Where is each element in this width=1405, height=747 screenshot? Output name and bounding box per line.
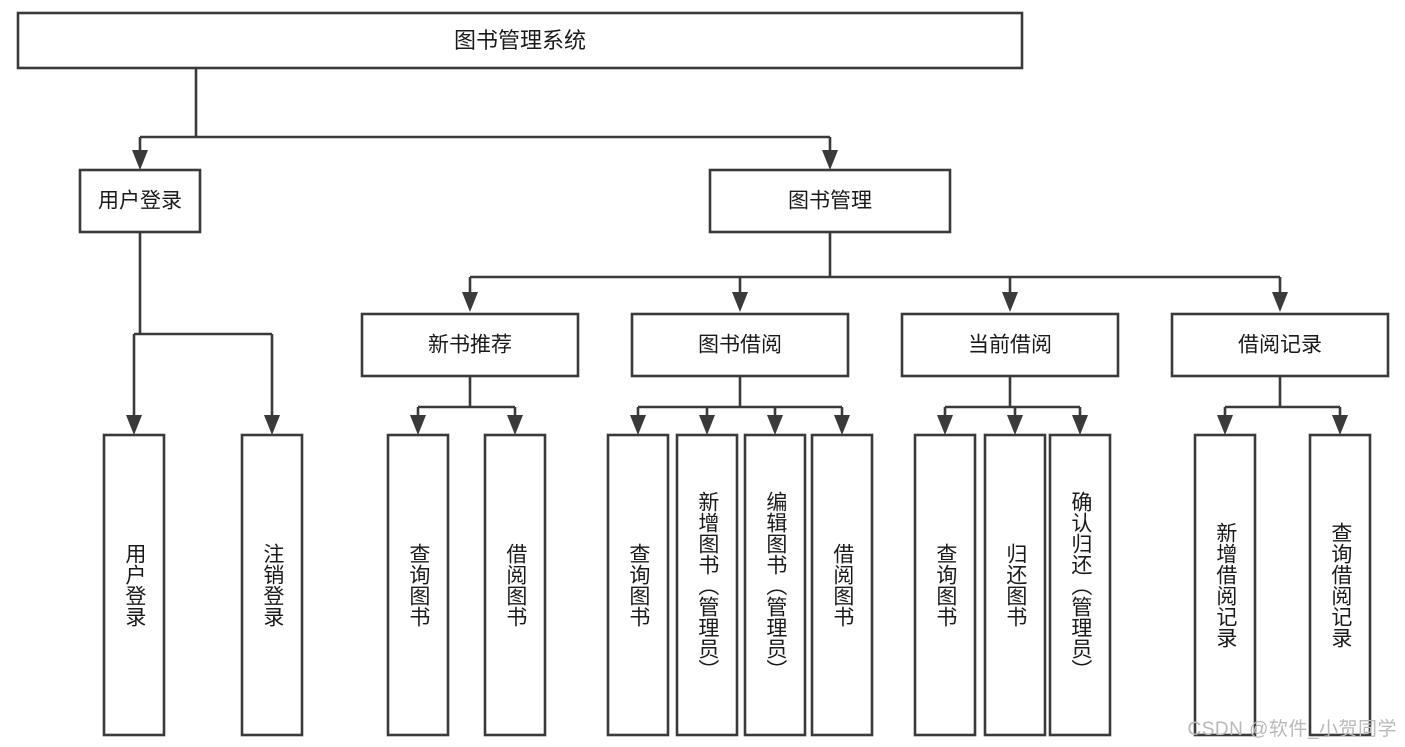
arrow-to-book-borrow	[732, 292, 748, 312]
arrow-leaf-logout	[264, 415, 280, 435]
leaf-cb-confirm-return[interactable]	[1048, 433, 1112, 737]
leaf-bb-borrow-book[interactable]	[810, 433, 874, 737]
node-root-label: 图书管理系统	[454, 28, 586, 53]
arrow-to-book-mgmt	[822, 150, 838, 170]
leaf-user-login[interactable]	[102, 433, 166, 737]
leaf-bb-edit-book[interactable]	[743, 433, 807, 737]
leaf-logout[interactable]	[240, 433, 304, 737]
leaf-newbook-borrow-book[interactable]	[483, 433, 547, 737]
node-book-borrow-label: 图书借阅	[698, 334, 782, 357]
arrow-leaf-cb-return	[1007, 415, 1023, 435]
arrow-to-user-login	[132, 150, 148, 170]
node-root[interactable]	[16, 11, 1024, 70]
arrow-leaf-br-add	[1217, 415, 1233, 435]
leaf-br-add-record[interactable]	[1193, 433, 1257, 737]
csdn-watermark: CSDN @软件_小贺同学	[1187, 719, 1397, 740]
node-book-management[interactable]	[708, 168, 952, 234]
leaf-cb-return-book[interactable]	[983, 433, 1047, 737]
arrow-leaf-newbook-query	[410, 415, 426, 435]
node-book-management-label: 图书管理	[788, 190, 872, 213]
leaf-newbook-query-book[interactable]	[386, 433, 450, 737]
arrow-leaf-cb-confirm	[1072, 415, 1088, 435]
node-user-login-label: 用户登录	[98, 190, 182, 213]
arrow-to-new-book	[462, 292, 478, 312]
leaf-cb-query-book[interactable]	[913, 433, 977, 737]
node-borrow-record[interactable]	[1170, 312, 1390, 378]
arrow-leaf-newbook-borrow	[507, 415, 523, 435]
arrow-to-current-borrow	[1002, 292, 1018, 312]
leaf-br-query-record[interactable]	[1308, 433, 1372, 737]
arrow-leaf-bb-borrow	[834, 415, 850, 435]
arrow-leaf-bb-query	[630, 415, 646, 435]
arrow-to-borrow-record	[1272, 292, 1288, 312]
node-new-book-recommend[interactable]	[360, 312, 580, 378]
node-borrow-record-label: 借阅记录	[1238, 334, 1322, 357]
arrow-leaf-br-query	[1332, 415, 1348, 435]
arrow-leaf-bb-add	[699, 415, 715, 435]
leaf-bb-add-book[interactable]	[675, 433, 739, 737]
node-new-book-recommend-label: 新书推荐	[428, 334, 512, 357]
node-book-borrow[interactable]	[630, 312, 850, 378]
connector-layer	[126, 68, 1348, 435]
arrow-leaf-cb-query	[937, 415, 953, 435]
leaf-bb-query-book[interactable]	[606, 433, 670, 737]
arrow-leaf-user-login	[126, 415, 142, 435]
node-user-login[interactable]	[78, 168, 202, 234]
node-current-borrow[interactable]	[900, 312, 1120, 378]
node-layer: 图书管理系统 用户登录 图书管理 新书推荐 图书借阅 当前借阅 借阅记录	[16, 11, 1390, 737]
node-current-borrow-label: 当前借阅	[968, 334, 1052, 357]
arrow-leaf-bb-edit	[767, 415, 783, 435]
